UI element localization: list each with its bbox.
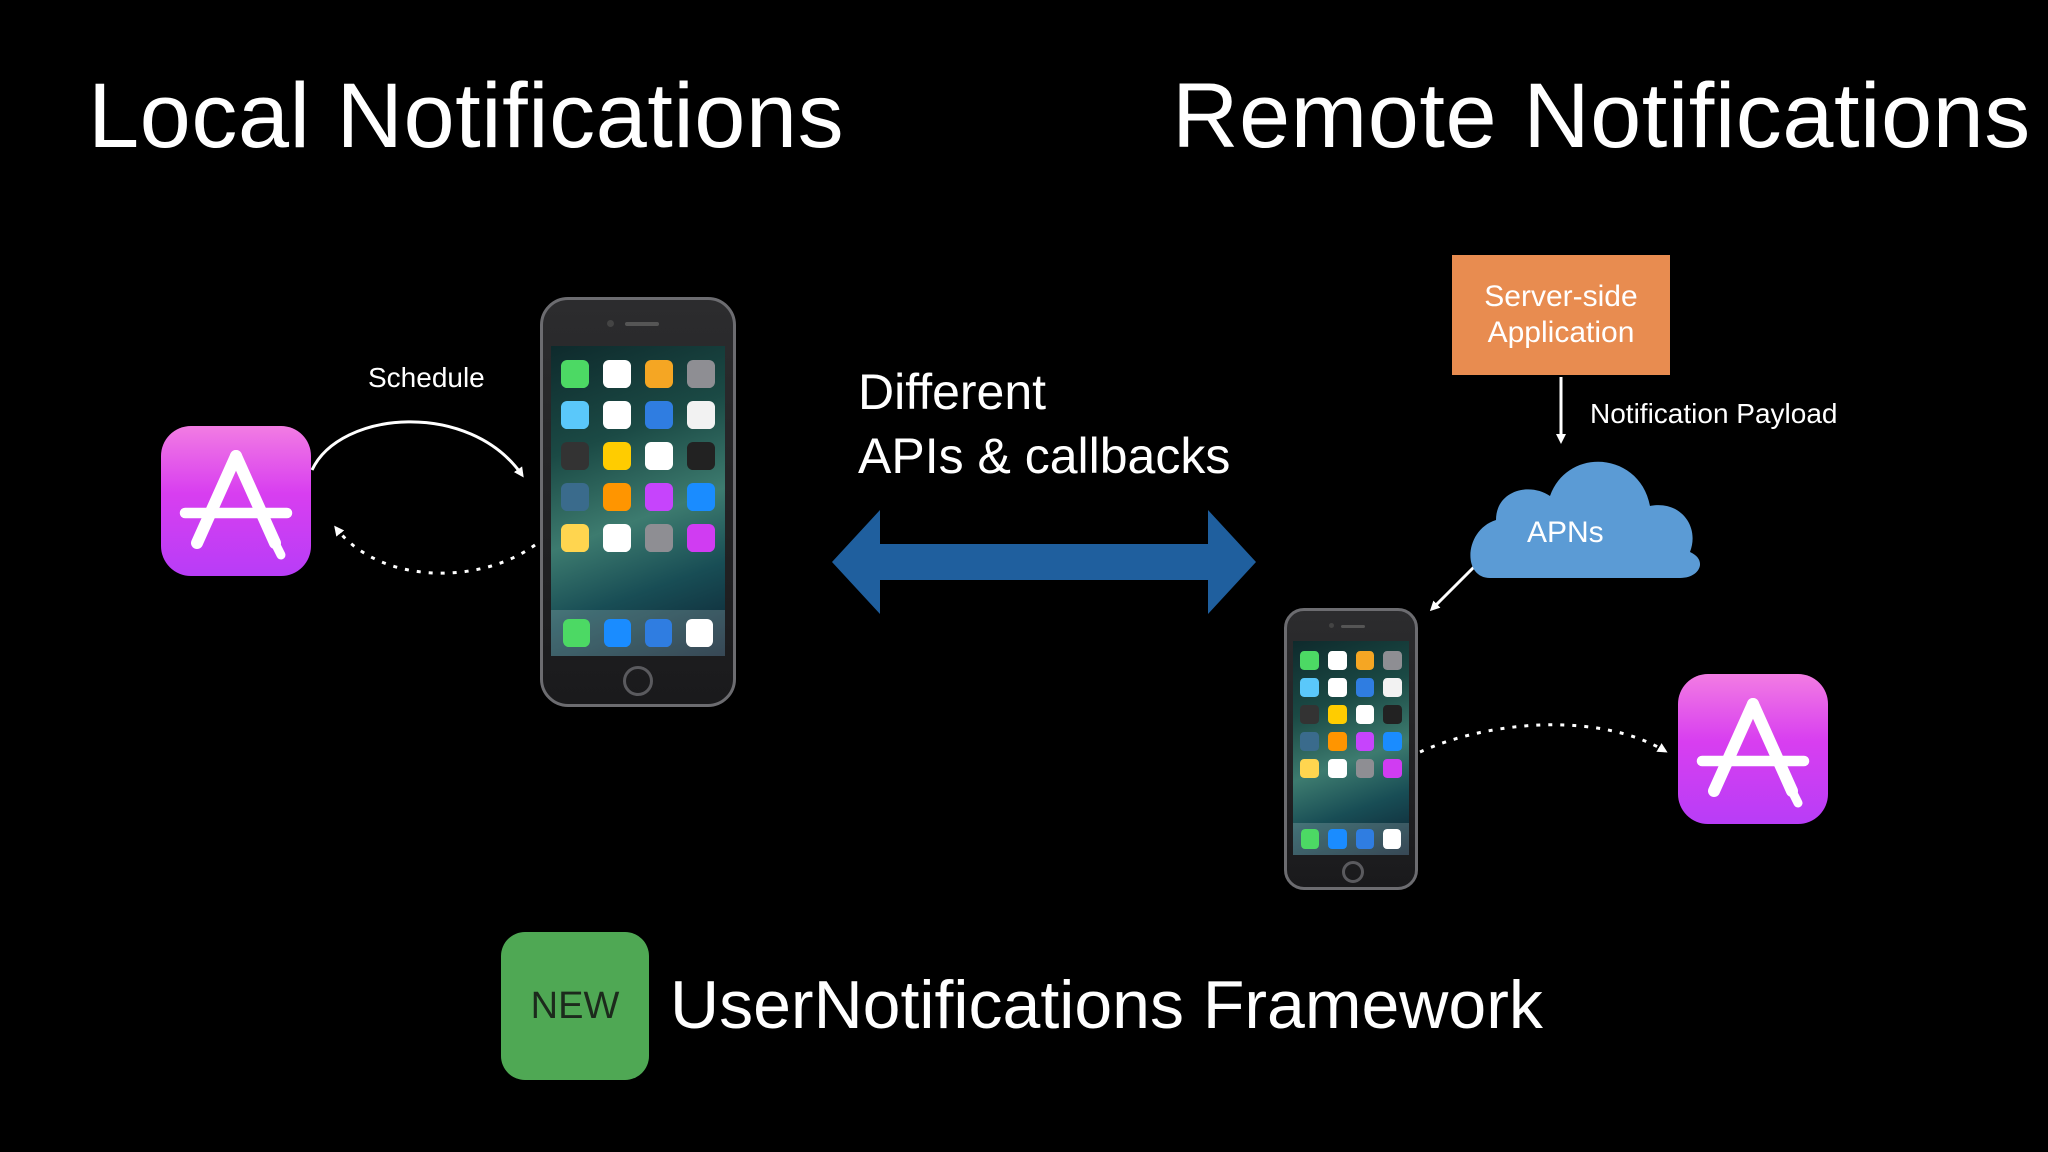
apns-to-phone-arrow [1429,563,1478,612]
apis-callbacks-label: APIs & callbacks [858,428,1231,484]
apns-label: APNs [1527,516,1604,549]
remote-notifications-title: Remote Notifications [1172,65,2031,167]
new-badge: NEW [501,932,649,1080]
callback-dashed-arrow [334,525,536,575]
phone-to-app-dashed-arrow [1419,723,1668,754]
double-arrow-icon [832,510,1256,614]
server-line-1: Server-side [1484,280,1638,313]
schedule-arrow [310,420,524,478]
app-store-icon-remote [1678,674,1828,824]
app-store-icon [161,426,311,576]
server-side-application-box: Server-side Application [1452,255,1670,375]
iphone-icon [540,297,736,707]
local-notifications-title: Local Notifications [88,65,845,167]
different-label: Different [858,364,1047,420]
schedule-label: Schedule [368,362,485,393]
framework-title: UserNotifications Framework [670,967,1543,1043]
cloud-icon [1470,461,1701,578]
notification-payload-label: Notification Payload [1590,398,1838,429]
server-line-2: Application [1487,316,1635,349]
iphone-icon-remote [1284,608,1418,890]
